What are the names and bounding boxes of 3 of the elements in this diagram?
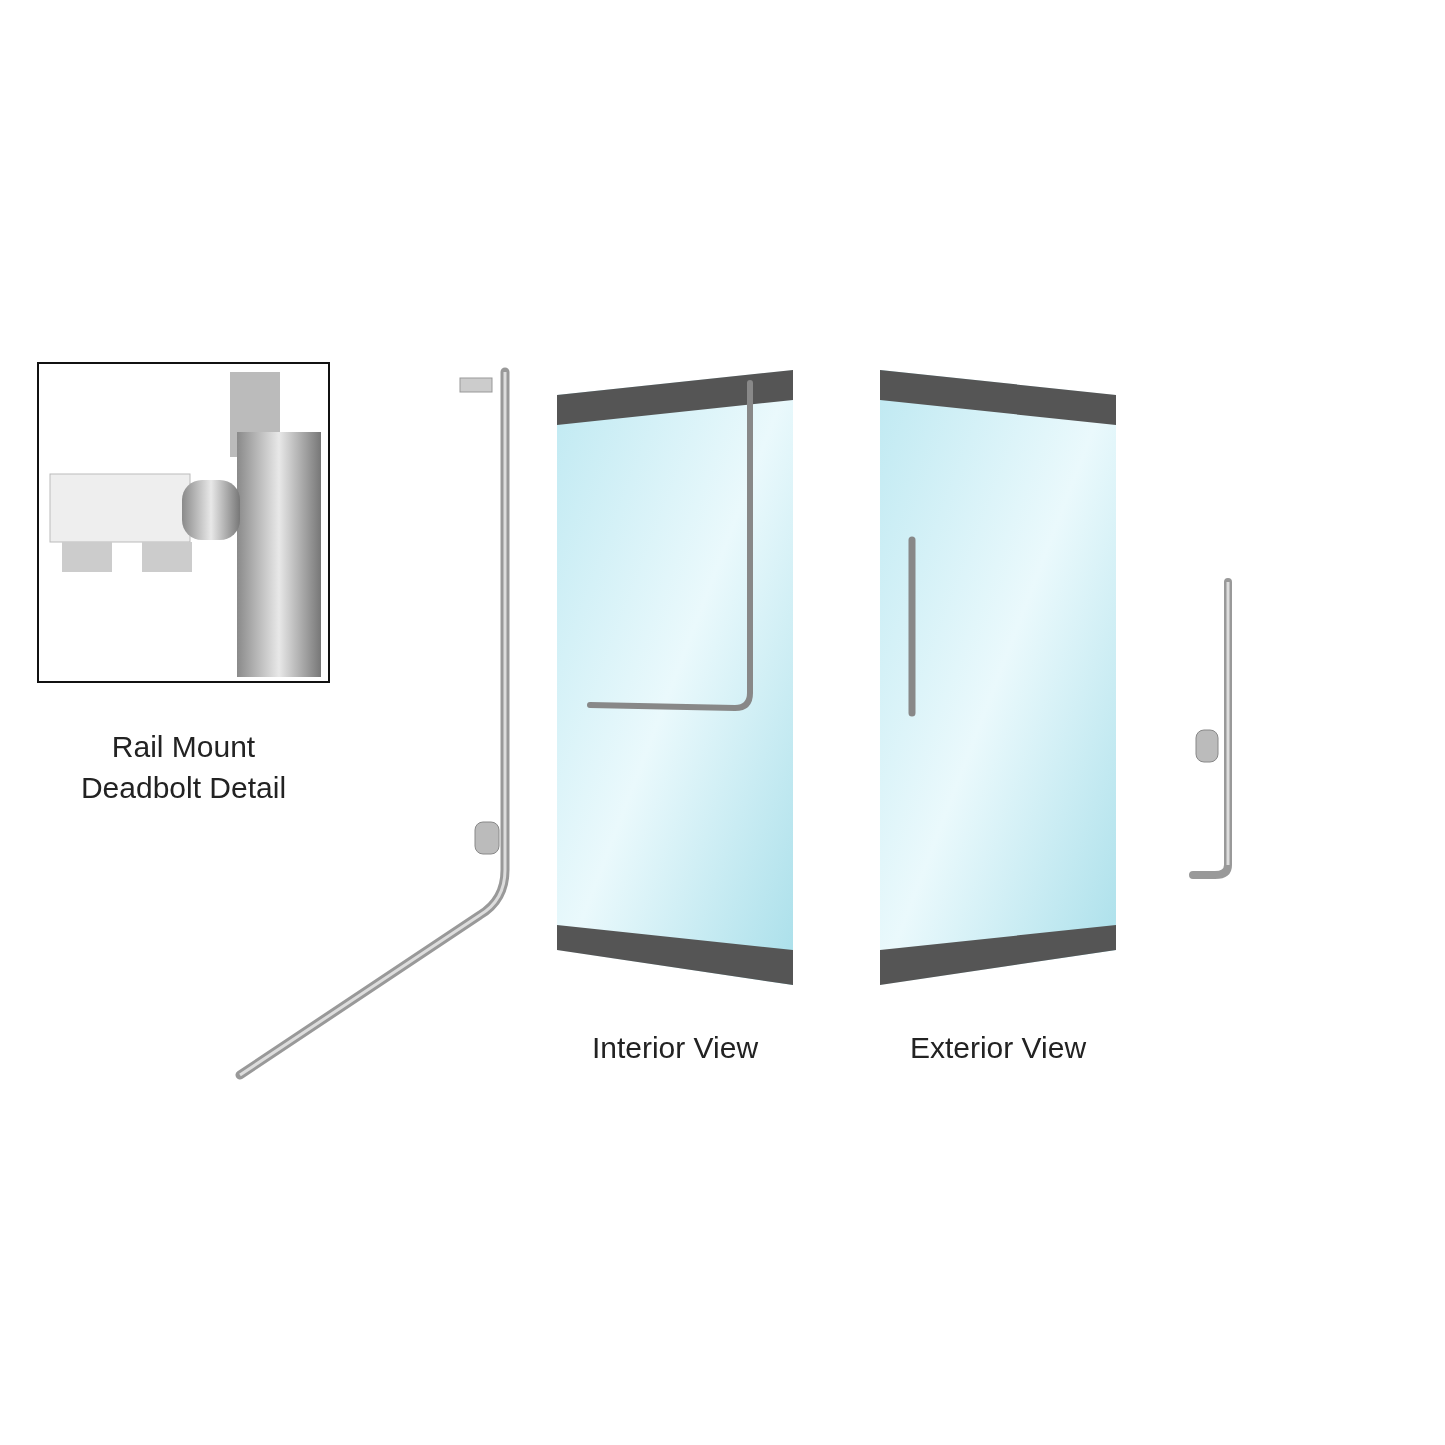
node-label: Interior View [590,1030,760,1066]
node-label: Rail Mount Deadbolt Detail [79,729,288,806]
node-label: Exterior View [908,1030,1088,1066]
